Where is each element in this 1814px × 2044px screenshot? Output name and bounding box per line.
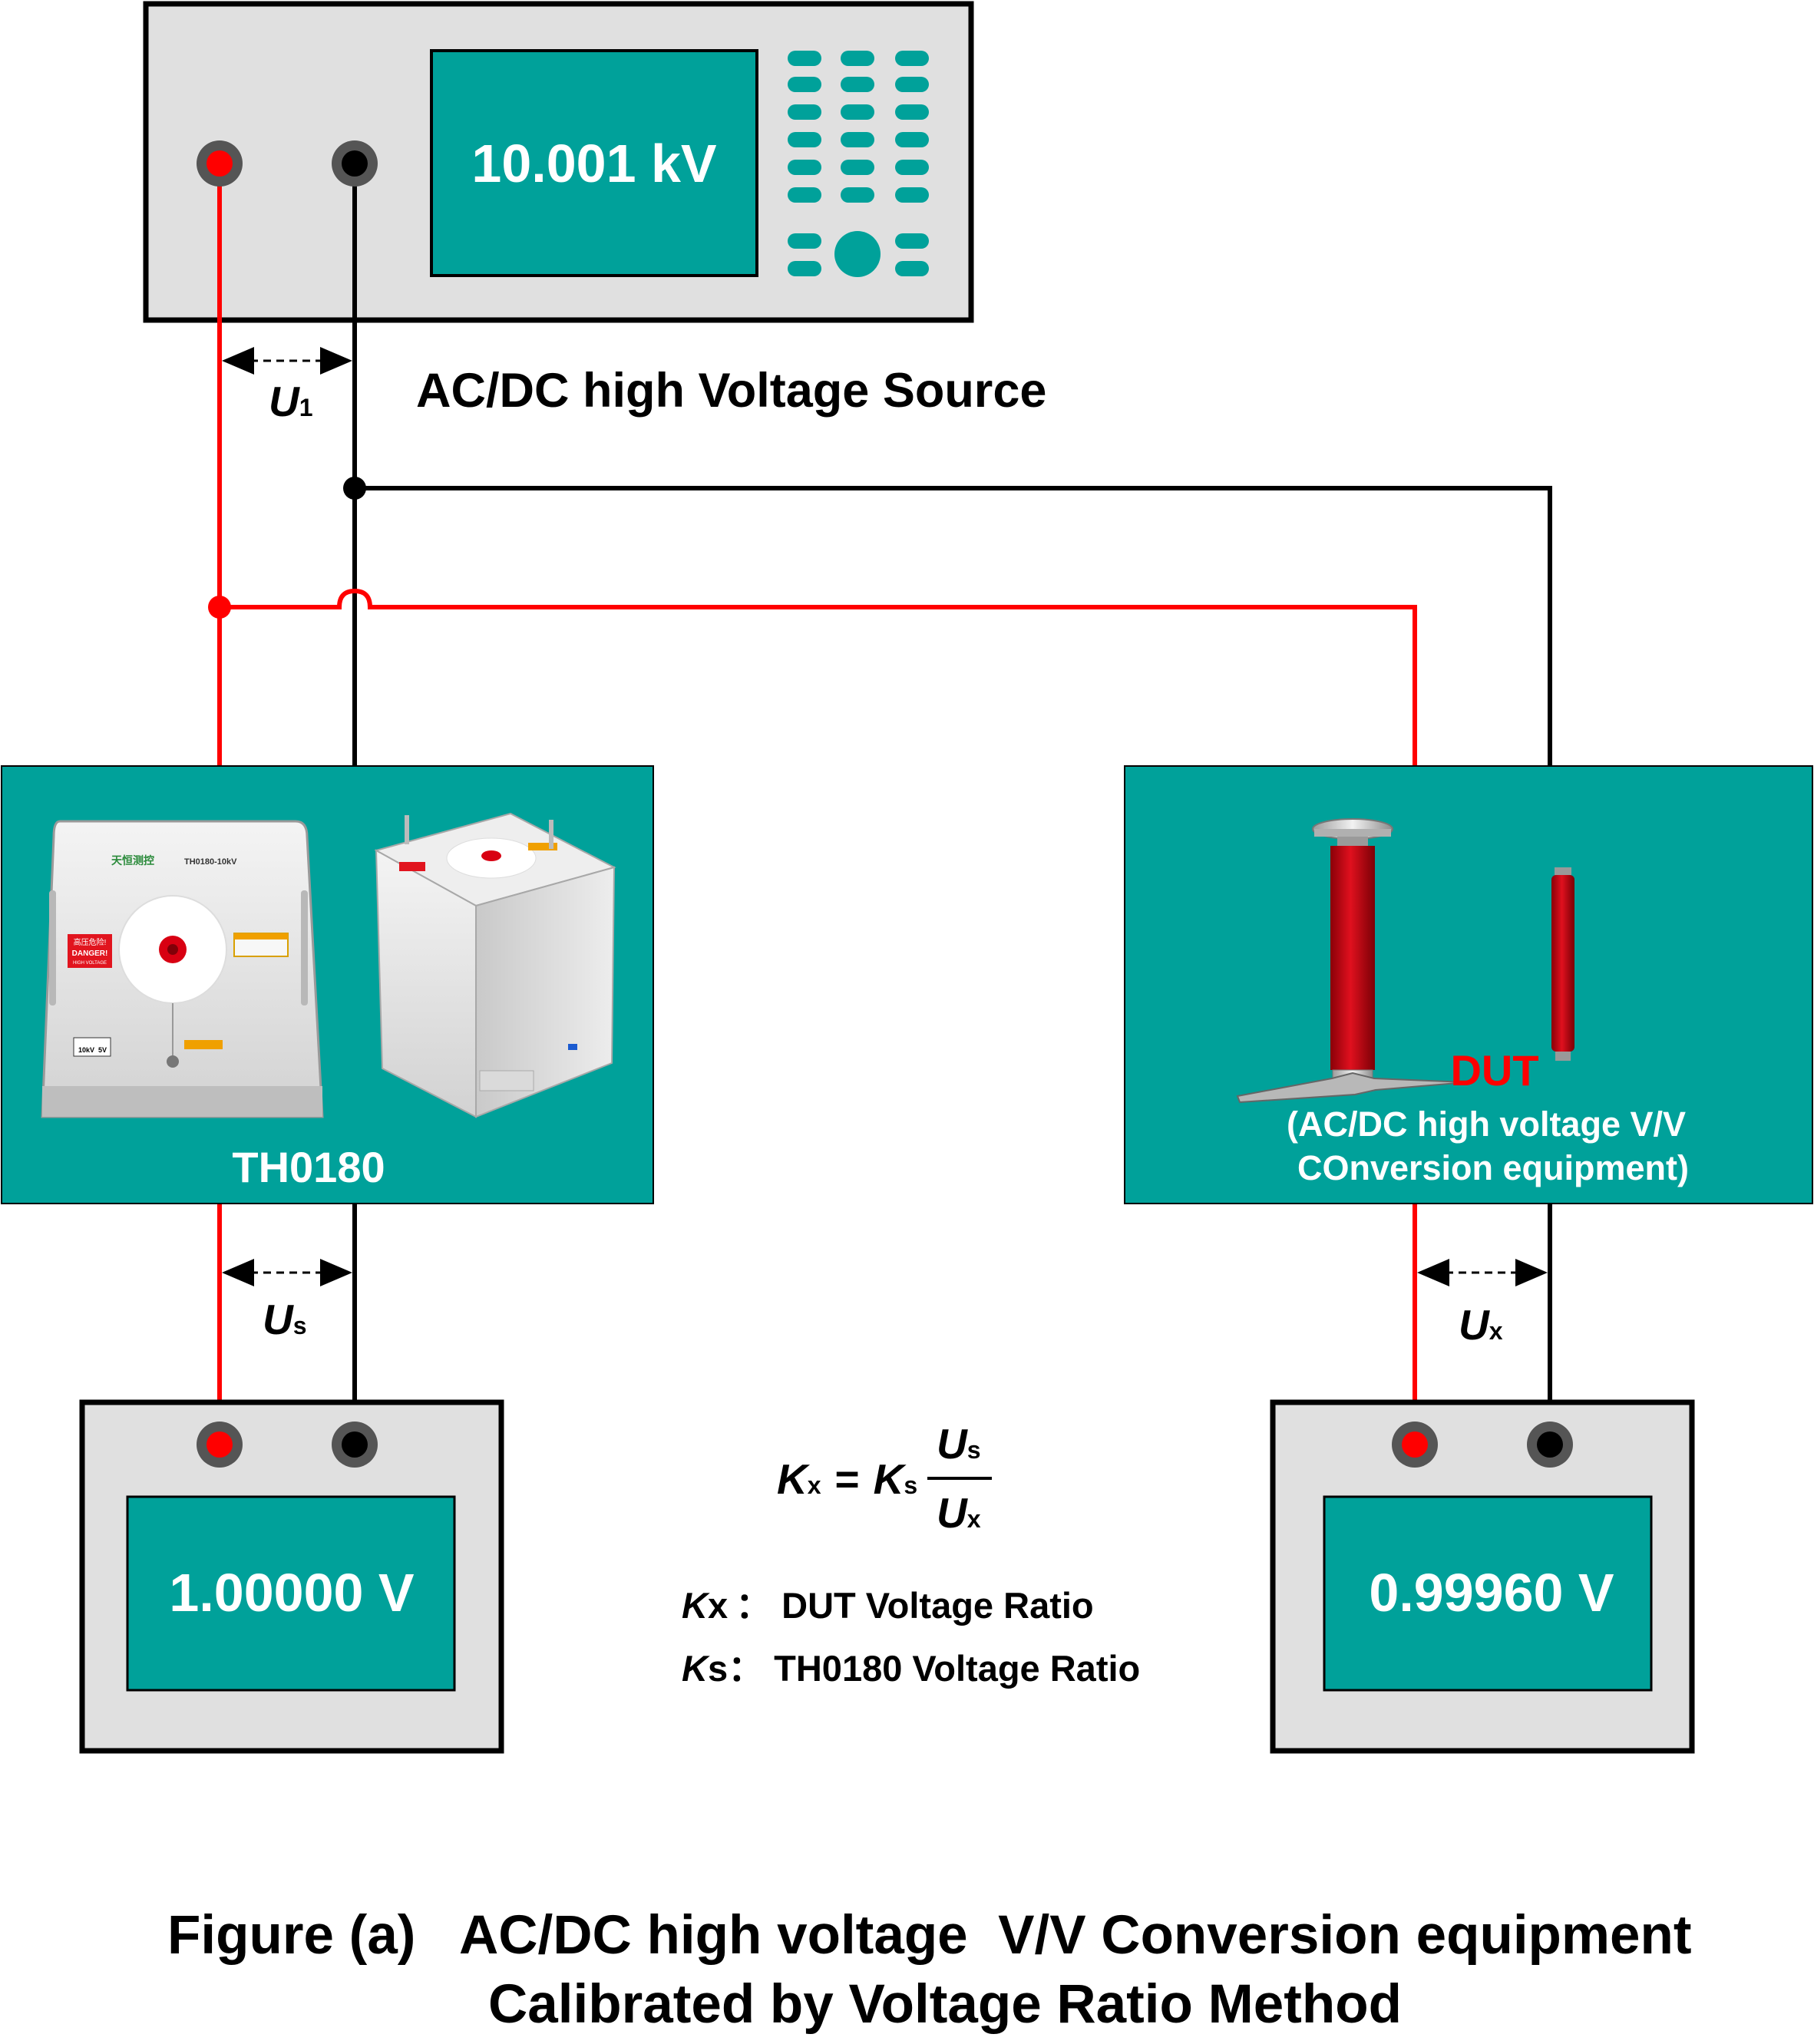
th0180-danger-sub: HIGH VOLTAGE: [73, 961, 107, 966]
th0180-danger-cn: 高压危险!: [74, 937, 107, 947]
source-label: AC/DC high Voltage Source: [416, 364, 1046, 418]
us-label: Us: [263, 1296, 307, 1343]
formula-numerator: Us: [937, 1420, 981, 1468]
ratio-formula: Kx=Ks Us Ux: [777, 1420, 992, 1537]
standard-voltmeter: 1.00000 V: [79, 1399, 504, 1754]
standard-voltmeter-display: [126, 1495, 456, 1692]
dut-title: DUT: [1450, 1046, 1538, 1095]
th0180-danger-en: DANGER!: [72, 949, 108, 958]
dut-voltmeter-terminal-red: [1392, 1422, 1438, 1468]
dut-large-divider-image: [1236, 818, 1467, 1104]
figure-caption-line1: Figure (a) AC/DC high voltage V/V Conver…: [167, 1905, 1692, 1966]
th0180-panel: 天恒测控 TH0180-10kV 高压危险! DANGER! HIGH VOLT…: [1, 765, 654, 1204]
th0180-rating-2: 5V: [98, 1046, 107, 1054]
standard-voltmeter-value: 1.00000 V: [169, 1563, 414, 1623]
formula-lhs: Kx=Ks: [777, 1455, 917, 1503]
dut-voltmeter-value: 0.99960 V: [1369, 1563, 1614, 1623]
th0180-model-text: TH0180-10kV: [184, 857, 237, 867]
u1-label: U1: [269, 378, 313, 425]
black-wire-to-dut: [355, 486, 1552, 766]
dut-voltmeter-terminal-black: [1527, 1422, 1573, 1468]
dut-panel: DUT (AC/DC high voltage V/V COnversion e…: [1124, 765, 1813, 1204]
standard-voltmeter-terminal-black: [332, 1422, 378, 1468]
dut-desc-line1: (AC/DC high voltage V/V: [1287, 1105, 1686, 1144]
hv-source-instrument: 10.001 kV: [143, 1, 974, 323]
source-terminal-red: [197, 140, 243, 187]
th0180-label: TH0180: [232, 1143, 385, 1191]
th0180-iso-view-image: [374, 812, 616, 1118]
source-display: [430, 49, 758, 277]
source-knob: [834, 231, 881, 277]
formula-denominator: Ux: [937, 1489, 981, 1537]
ux-label: Ux: [1459, 1301, 1503, 1349]
th0180-rating-1: 10kV: [78, 1046, 94, 1054]
legend-kx: Kx： DUT Voltage Ratio: [682, 1585, 1094, 1626]
dut-small-divider-image: [1551, 867, 1574, 1061]
dut-voltmeter-display: [1323, 1495, 1653, 1692]
black-junction-dot: [343, 477, 366, 500]
th0180-logo-text: 天恒测控: [111, 854, 154, 867]
dut-voltmeter: 0.99960 V: [1270, 1399, 1695, 1754]
source-display-value: 10.001 kV: [471, 134, 716, 193]
th0180-front-view-image: 天恒测控 TH0180-10kV 高压危险! DANGER! HIGH VOLT…: [41, 820, 324, 1118]
source-terminal-black: [332, 140, 378, 187]
figure-caption-line2: Calibrated by Voltage Ratio Method: [488, 1974, 1402, 2035]
legend-ks: Ks： TH0180 Voltage Ratio: [682, 1648, 1140, 1689]
dut-desc-line2: COnversion equipment): [1297, 1148, 1689, 1187]
red-wire-to-dut: [220, 588, 1417, 766]
standard-voltmeter-terminal-red: [197, 1422, 243, 1468]
red-junction-dot: [208, 596, 231, 619]
source-keypad: [788, 51, 929, 277]
